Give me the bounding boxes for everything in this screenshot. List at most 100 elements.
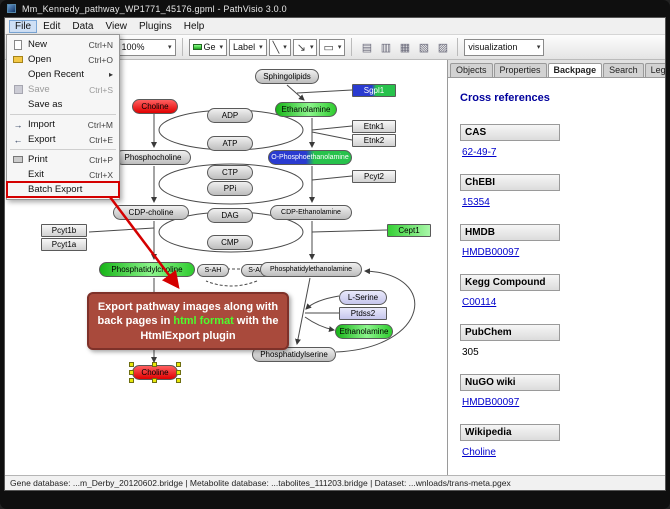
arrow-tool-icon: ↘ [296,41,306,54]
xref-link[interactable]: 62-49-7 [462,147,497,158]
selection-handles[interactable] [129,362,181,383]
file-menu: New Ctrl+N Open Ctrl+O Open Recent ▸ Sav… [6,34,120,200]
pathway-node[interactable]: O-Phosphoethanolamine [268,150,352,165]
datanode-icon [192,44,202,50]
pathway-node[interactable]: ATP [207,136,253,151]
pathway-node[interactable]: ADP [207,108,253,123]
chevron-down-icon: ▾ [536,44,541,51]
distribute-horizontal-icon[interactable]: ▧ [418,41,430,54]
file-menu-open[interactable]: Open Ctrl+O [7,52,119,67]
datanode-type-combobox[interactable]: Ge ▾ [188,38,228,56]
file-menu-export[interactable]: ← Export Ctrl+E [7,132,119,147]
pathway-node[interactable]: Sgpl1 [352,84,396,97]
menu-help[interactable]: Help [183,20,205,32]
pathway-node[interactable]: Pcyt1a [41,238,87,251]
import-icon: → [13,119,23,130]
menu-file[interactable]: File [9,19,38,33]
file-menu-save-as[interactable]: Save as [28,99,63,110]
pathway-node[interactable]: Sphingolipids [255,69,319,84]
pathway-node[interactable]: Pcyt2 [352,170,396,183]
zoom-combobox[interactable]: 100% ▾ [117,38,176,56]
xref-section: ChEBI 15354 [460,174,653,218]
menu-plugins[interactable]: Plugins [138,20,172,32]
open-folder-icon [11,56,25,63]
xref-section: PubChem 305 [460,324,653,368]
label-tool-combobox[interactable]: Label ▾ [229,38,267,56]
pathway-node[interactable]: L-Serine [339,290,387,305]
tab-search[interactable]: Search [603,63,644,77]
shape-tool-icon: ▭ [323,41,334,54]
zoom-value: 100% [121,42,145,52]
file-menu-open-recent[interactable]: Open Recent ▸ [28,69,113,80]
menu-edit[interactable]: Edit [43,20,61,32]
window-body: File Edit Data View Plugins Help Zoom: 1… [4,17,666,491]
backpage-panel: Cross references CAS 62-49-7 ChEBI 15354… [448,77,665,475]
xref-source: PubChem [460,324,560,341]
pathway-node[interactable]: DAG [207,208,253,223]
pathway-node[interactable]: PPi [207,181,253,196]
xref-section: NuGO wiki HMDB00097 [460,374,653,418]
pathway-node[interactable]: Etnk2 [352,134,396,147]
pathway-node[interactable]: CMP [207,235,253,250]
distribute-vertical-icon[interactable]: ▨ [437,41,449,54]
xref-link[interactable]: HMDB00097 [462,397,520,408]
xref-link[interactable]: C00114 [462,297,497,308]
pathway-node[interactable]: Pcyt1b [41,224,87,237]
xref-link[interactable]: HMDB00097 [462,247,520,258]
arrow-tool-combobox[interactable]: ↘ ▾ [292,38,318,56]
file-menu-new[interactable]: New Ctrl+N [7,37,119,52]
file-menu-batch-export[interactable]: Batch Export [6,181,120,198]
tab-objects[interactable]: Objects [450,63,493,77]
pathway-node[interactable]: Phosphatidylcholine [99,262,195,277]
annotation-callout: Export pathway images along with back pa… [87,292,289,350]
tab-properties[interactable]: Properties [493,63,547,77]
pathway-node[interactable]: Phosphatidylserine [252,347,336,362]
pathway-node[interactable]: Ethanolamine [275,102,337,117]
pathway-node[interactable]: Ptdss2 [339,307,387,320]
tab-legend[interactable]: Legend [644,63,665,77]
menu-data[interactable]: Data [72,20,94,32]
status-text: Gene database: ...m_Derby_20120602.bridg… [10,478,511,488]
xref-source: Kegg Compound [460,274,560,291]
xref-link[interactable]: Choline [462,447,496,458]
pathway-node[interactable]: Ethanolamine [335,324,393,339]
shape-tool-combobox[interactable]: ▭ ▾ [319,38,346,56]
annotation-text-1: Export pathway images along with back pa… [97,301,279,328]
pathway-node[interactable]: CDP-choline [113,205,189,220]
chevron-down-icon: ▾ [309,44,314,51]
save-disk-icon [11,85,25,94]
sidebar: Objects Properties Backpage Search Legen… [447,60,665,475]
label-tool-value: Label [233,42,256,52]
xref-source: CAS [460,124,560,141]
pathway-node[interactable]: CDP-Ethanolamine [270,205,352,220]
toolbar-separator [181,38,183,56]
xref-link[interactable]: 15354 [462,197,490,208]
pathway-node[interactable]: Etnk1 [352,120,396,133]
chevron-down-icon: ▾ [259,44,263,51]
xref-source: NuGO wiki [460,374,560,391]
file-menu-save[interactable]: Save Ctrl+S [7,82,119,97]
chevron-down-icon: ▾ [283,44,287,51]
menu-view[interactable]: View [105,20,127,32]
line-tool-combobox[interactable]: ╲ ▾ [268,38,291,56]
tab-backpage[interactable]: Backpage [547,63,603,77]
align-right-icon[interactable]: ▦ [399,41,411,54]
pathway-node[interactable]: S-AH [197,264,229,277]
pathway-node[interactable]: CTP [207,165,253,180]
pathway-node[interactable]: Cept1 [387,224,431,237]
visualization-combobox[interactable]: visualization ▾ [464,38,545,56]
pathway-node[interactable]: Phosphocholine [115,150,191,165]
app-icon [7,4,16,13]
xref-source: Wikipedia [460,424,560,441]
pathway-node[interactable]: Phosphatidylethanolamine [260,262,362,277]
align-center-icon[interactable]: ▥ [380,41,392,54]
line-tool-icon: ╲ [272,41,280,54]
file-menu-import[interactable]: → Import Ctrl+M [7,117,119,132]
xref-value: 305 [462,347,479,358]
file-menu-print[interactable]: Print Ctrl+P [7,152,119,167]
file-menu-exit[interactable]: Exit Ctrl+X [28,169,113,180]
xref-source: HMDB [460,224,560,241]
pathway-node[interactable]: Choline [132,99,178,114]
align-left-icon[interactable]: ▤ [361,41,373,54]
